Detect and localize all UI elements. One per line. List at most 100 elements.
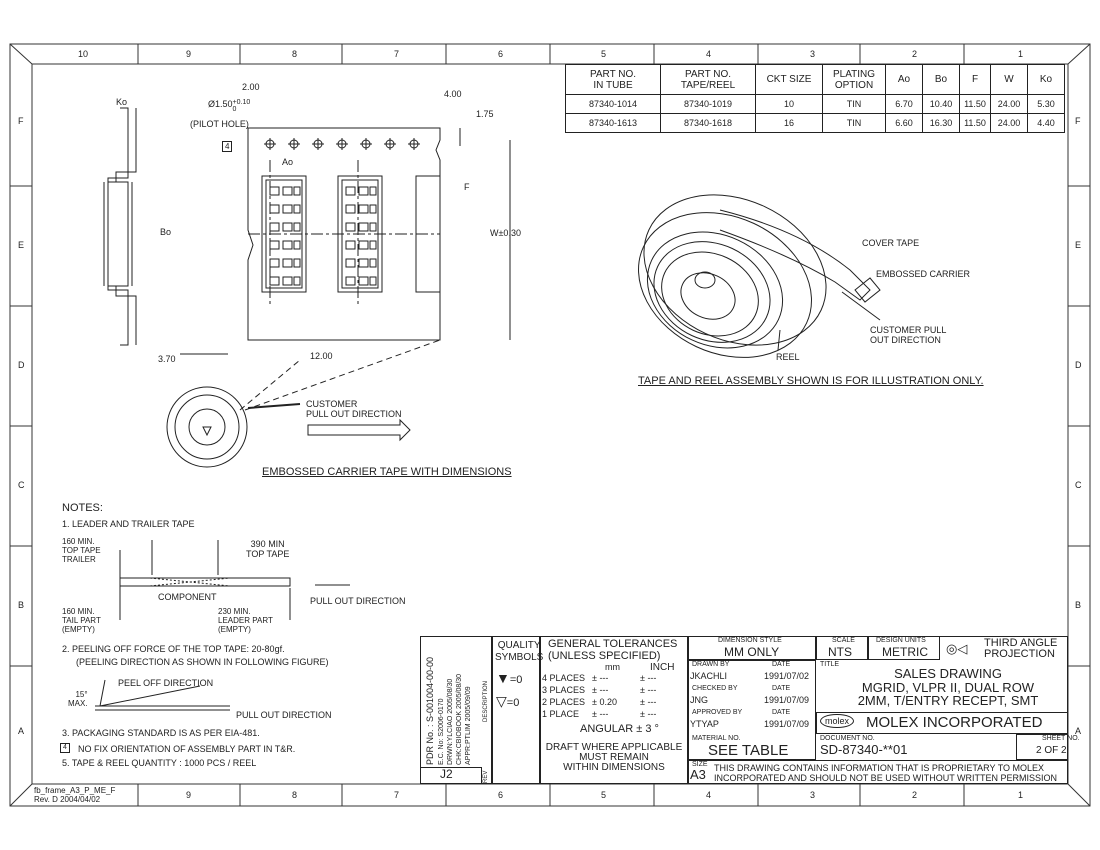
tol-cell: 1 PLACE <box>542 709 580 719</box>
tol-cell: ± 0.20 <box>592 697 617 707</box>
component-label: COMPONENT <box>158 592 217 602</box>
leader-trailer-sketch <box>119 540 350 620</box>
checked-by: JNG <box>690 695 708 705</box>
zone-bottom-6: 6 <box>498 790 504 800</box>
doc-number: SD-87340-**01 <box>820 742 908 757</box>
ec-no: E.C. No: S2006-0170 <box>438 698 445 765</box>
parts-cell: 10 <box>755 94 823 114</box>
peel-angle-sketch <box>95 679 230 711</box>
zone-top-10: 10 <box>78 49 89 59</box>
note-3: 3. PACKAGING STANDARD IS AS PER EIA-481. <box>62 728 260 738</box>
date-label-3: DATE <box>772 709 791 716</box>
zone-top-8: 8 <box>292 49 298 59</box>
tape-caption: EMBOSSED CARRIER TAPE WITH DIMENSIONS <box>262 466 512 478</box>
sheet-label: SHEET NO. <box>1042 735 1080 742</box>
parts-header-2: CKT SIZE <box>755 64 823 95</box>
parts-header-8: Ko <box>1027 64 1065 95</box>
parts-header-1: PART NO. TAPE/REEL <box>660 64 756 95</box>
parts-header-4: Ao <box>885 64 923 95</box>
quality-label: QUALITY SYMBOLS <box>495 640 544 663</box>
scale-cell <box>816 636 868 660</box>
parts-cell: 4.40 <box>1027 113 1065 133</box>
zone-side-C-right: C <box>1075 480 1082 490</box>
size-value: A3 <box>690 767 706 782</box>
tol-cell: ± --- <box>640 697 657 707</box>
zone-bottom-3: 3 <box>810 790 816 800</box>
parts-header-7: W <box>990 64 1028 95</box>
angular: ANGULAR ± 3 ° <box>580 723 659 735</box>
dim-175-label: 1.75 <box>476 109 494 119</box>
dim-4-label: 4.00 <box>444 89 462 99</box>
pin-rows <box>269 186 377 286</box>
rev-label: REV <box>483 770 489 783</box>
date-label-2: DATE <box>772 685 791 692</box>
top-tape-trailer-label: 160 MIN. TOP TAPE TRAILER <box>62 537 101 565</box>
proprietary-notice: THIS DRAWING CONTAINS INFORMATION THAT I… <box>714 763 1058 784</box>
sheet-number: 2 OF 2 <box>1036 745 1067 756</box>
w-label: W±0.30 <box>490 228 521 238</box>
parts-cell: 24.00 <box>990 94 1028 114</box>
units-label: DESIGN UNITS <box>876 637 926 644</box>
note-4-flag: 4 <box>222 141 233 153</box>
drawn-by: JKACHLI <box>690 671 728 681</box>
zone-top-3: 3 <box>810 49 816 59</box>
reel-label: REEL <box>776 352 800 362</box>
pitch-2-label: 2.00 <box>242 82 260 92</box>
size-label: SIZE <box>692 761 708 768</box>
zone-bottom-8: 8 <box>292 790 298 800</box>
tol-cell: ± --- <box>640 673 657 683</box>
zone-bottom-2: 2 <box>912 790 918 800</box>
company-name: MOLEX INCORPORATED <box>866 714 1043 731</box>
zone-side-B-left: B <box>18 600 25 610</box>
parts-cell: TIN <box>822 113 886 133</box>
parts-header-6: F <box>959 64 991 95</box>
ao-label: Ao <box>282 157 294 167</box>
title-label: TITLE <box>820 661 840 668</box>
parts-header-3: PLATING OPTION <box>822 64 886 95</box>
parts-cell: 11.50 <box>959 113 991 133</box>
material-label: MATERIAL NO. <box>692 735 741 742</box>
draft-note: DRAFT WHERE APPLICABLE MUST REMAIN WITHI… <box>545 742 683 773</box>
tolerance-panel <box>540 636 688 784</box>
pilot-holes <box>264 138 420 150</box>
gt-title: GENERAL TOLERANCES (UNLESS SPECIFIED) <box>548 638 678 662</box>
tol-cell: ± --- <box>592 673 609 683</box>
note-1: 1. LEADER AND TRAILER TAPE <box>62 519 195 529</box>
zone-top-5: 5 <box>601 49 607 59</box>
parts-cell: TIN <box>822 94 886 114</box>
tail-part-label: 160 MIN. TAIL PART (EMPTY) <box>62 607 101 635</box>
note-4-flag-2: 4 <box>60 743 70 754</box>
zone-side-F-left: F <box>18 116 24 126</box>
date-label-1: DATE <box>772 661 791 668</box>
molex-logo: molex <box>820 714 855 729</box>
units: METRIC <box>882 645 928 659</box>
zone-top-9: 9 <box>186 49 192 59</box>
rev-cell <box>420 767 482 784</box>
dim-style: MM ONLY <box>724 645 780 659</box>
tape-side-view <box>103 107 137 346</box>
bo-label: Bo <box>160 227 172 237</box>
pull-out2-label: PULL OUT DIRECTION <box>236 710 332 720</box>
checked-label: CHECKED BY <box>692 685 738 692</box>
zone-top-2: 2 <box>912 49 918 59</box>
zone-side-E-left: E <box>18 240 25 250</box>
checked-date: 1991/07/09 <box>764 695 810 705</box>
cover-tape-label: COVER TAPE <box>862 238 920 248</box>
zone-top-6: 6 <box>498 49 504 59</box>
frame-rev: Rev. D 2004/04/02 <box>34 795 101 804</box>
tol-cell: ± --- <box>592 685 609 695</box>
zone-bottom-5: 5 <box>601 790 607 800</box>
pull-out-label: PULL OUT DIRECTION <box>310 596 406 606</box>
zone-top-7: 7 <box>394 49 400 59</box>
chk: CHK:CBIOBOOK 2005/08/30 <box>456 673 463 765</box>
reel-assembly <box>638 194 881 358</box>
dim-12-label: 12.00 <box>310 351 333 361</box>
note-4: NO FIX ORIENTATION OF ASSEMBLY PART IN T… <box>78 744 296 754</box>
zone-side-A-left: A <box>18 726 25 736</box>
tol-cell: 3 PLACES <box>542 685 586 695</box>
appr: APPR:PTLIM 2005/09/09 <box>465 686 472 765</box>
quality-symbol-2: ▽=0 <box>496 693 520 709</box>
projection-icon: ◎◁ <box>946 641 968 656</box>
material-value: SEE TABLE <box>708 742 789 759</box>
approved-by: YTYAP <box>690 719 719 729</box>
